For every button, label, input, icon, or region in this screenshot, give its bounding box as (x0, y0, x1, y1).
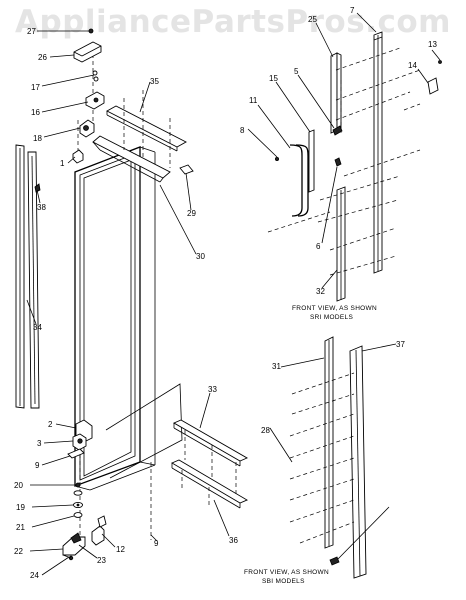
callout-2: 2 (48, 420, 53, 429)
callout-5: 5 (294, 67, 299, 76)
callout-35: 35 (150, 77, 159, 86)
callout-17: 17 (31, 83, 40, 92)
caption-sri-line1: FRONT VIEW, AS SHOWN (292, 305, 377, 312)
callout-30: 30 (196, 252, 205, 261)
callout-34: 34 (33, 323, 42, 332)
callout-33: 33 (208, 385, 217, 394)
callout-15: 15 (269, 74, 278, 83)
sri-guides (267, 47, 421, 276)
gasket-38 (27, 151, 41, 409)
hinge-pin-parts (62, 482, 107, 561)
callout-12: 12 (116, 545, 125, 554)
callout-38: 38 (37, 203, 46, 212)
hinge-assembly-bottom (67, 419, 93, 459)
sbi-front-view (324, 336, 367, 579)
bracket-35 (106, 105, 187, 148)
callout-22: 22 (14, 547, 23, 556)
callout-13: 13 (428, 40, 437, 49)
callout-8: 8 (240, 126, 245, 135)
callout-26: 26 (38, 53, 47, 62)
callout-labels: 27 26 17 16 18 1 35 29 30 38 34 2 3 9 20… (14, 6, 437, 580)
caption-sbi-line1: FRONT VIEW, AS SHOWN (244, 569, 329, 576)
captions: FRONT VIEW, AS SHOWN SRI MODELS FRONT VI… (244, 305, 377, 585)
caption-sri-line2: SRI MODELS (310, 314, 353, 321)
callout-9: 9 (35, 461, 40, 470)
gasket-34 (15, 144, 25, 409)
callout-24: 24 (30, 571, 39, 580)
callout-11: 11 (249, 96, 258, 105)
callout-9b: 9 (154, 539, 159, 548)
sbi-guides (289, 372, 355, 544)
callout-3: 3 (37, 439, 42, 448)
callout-29: 29 (187, 209, 196, 218)
callout-1: 1 (60, 159, 65, 168)
callout-23: 23 (97, 556, 106, 565)
callout-19: 19 (16, 503, 25, 512)
callout-37: 37 (396, 340, 405, 349)
clip-29 (179, 164, 194, 175)
callout-36: 36 (229, 536, 238, 545)
callout-25: 25 (308, 15, 317, 24)
caption-sbi-line2: SBI MODELS (262, 578, 305, 585)
callout-21: 21 (16, 523, 25, 532)
sri-front-view (274, 31, 442, 302)
strip-33 (172, 419, 249, 467)
leaders-sri (247, 12, 441, 289)
callout-27: 27 (27, 27, 36, 36)
callout-18: 18 (33, 134, 42, 143)
callout-20: 20 (14, 481, 23, 490)
callout-31: 31 (272, 362, 281, 371)
strip-36 (171, 459, 248, 509)
callout-14: 14 (408, 61, 417, 70)
callout-32: 32 (316, 287, 325, 296)
hinge-assembly-top (72, 28, 105, 164)
leaders-sbi (269, 343, 397, 560)
leaders-left (26, 30, 230, 576)
top-hinge-bar (92, 135, 171, 183)
callout-28: 28 (261, 426, 270, 435)
callout-16: 16 (31, 108, 40, 117)
callout-7: 7 (350, 6, 355, 15)
callout-6: 6 (316, 242, 321, 251)
